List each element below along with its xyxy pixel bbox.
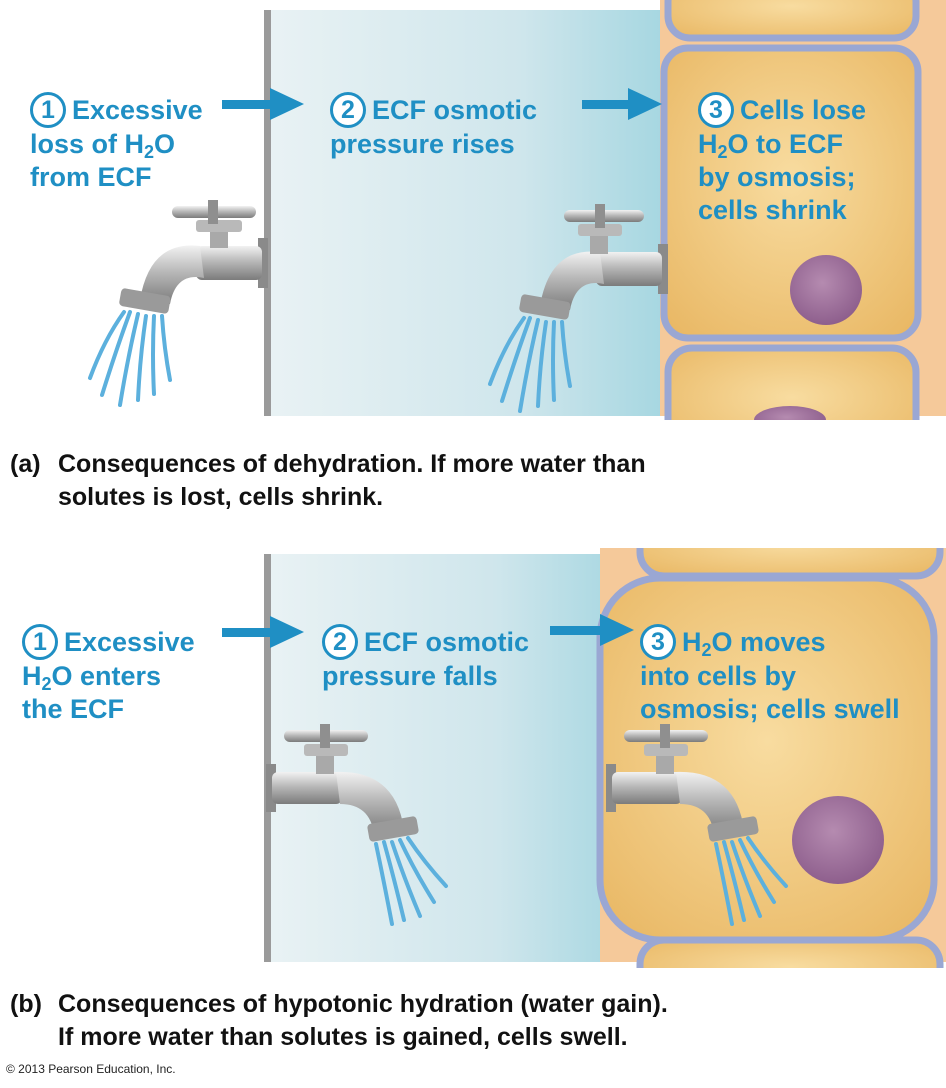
step-number-badge: 3 <box>640 624 676 660</box>
cell-bottom <box>664 344 920 420</box>
faucet-icon <box>606 724 759 842</box>
nucleus-icon <box>754 406 826 420</box>
step-number-badge: 2 <box>330 92 366 128</box>
step-number-badge: 3 <box>698 92 734 128</box>
step-number-badge: 2 <box>322 624 358 660</box>
faucet-icon <box>119 200 268 314</box>
caption-a: (a)Consequences of dehydration. If more … <box>10 450 646 511</box>
arrow-right-icon <box>582 88 662 120</box>
cell-top <box>664 0 920 42</box>
copyright-credit: © 2013 Pearson Education, Inc. <box>6 1062 176 1076</box>
nucleus-icon <box>790 255 862 325</box>
water-stream-icon <box>488 316 572 413</box>
hydration-scene <box>222 548 946 968</box>
dehydration-scene <box>88 0 946 420</box>
step-number-badge: 1 <box>30 92 66 128</box>
water-stream-icon <box>714 836 788 926</box>
nucleus-icon <box>792 796 884 884</box>
faucet-icon <box>519 204 668 320</box>
arrow-right-icon <box>222 88 304 120</box>
water-stream-icon <box>374 836 448 926</box>
cell-top <box>636 548 944 580</box>
step-number-badge: 1 <box>22 624 58 660</box>
water-stream-icon <box>88 310 172 407</box>
caption-b: (b)Consequences of hypotonic hydration (… <box>10 990 668 1051</box>
faucet-icon <box>266 724 419 842</box>
ecf-wall <box>264 554 271 962</box>
arrow-right-icon <box>550 614 634 646</box>
ecf-wall <box>264 10 271 416</box>
cell-bottom <box>636 936 944 968</box>
arrow-right-icon <box>222 616 304 648</box>
